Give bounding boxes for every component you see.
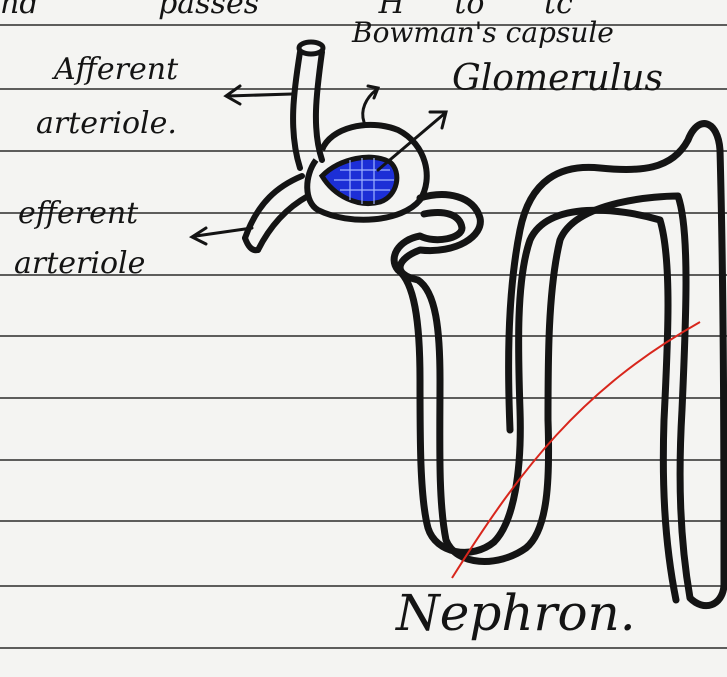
efferent-label-line2: arteriole [14,246,145,281]
nephron-label: Nephron. [396,584,636,642]
glomerulus-arrow [378,112,446,170]
renal-tubule [394,124,724,606]
afferent-label-line1: Afferent [54,52,178,87]
efferent-label-line1: efferent [18,196,138,231]
bowmans-capsule-label: Bowman's capsule [352,16,614,49]
bowmans-arrow [363,86,378,122]
glomerulus-label: Glomerulus [452,58,663,99]
header-word: nd [0,0,39,21]
afferent-arteriole-tube [293,42,323,168]
header-word: passes [158,0,259,21]
afferent-label-line2: arteriole. [36,106,177,141]
